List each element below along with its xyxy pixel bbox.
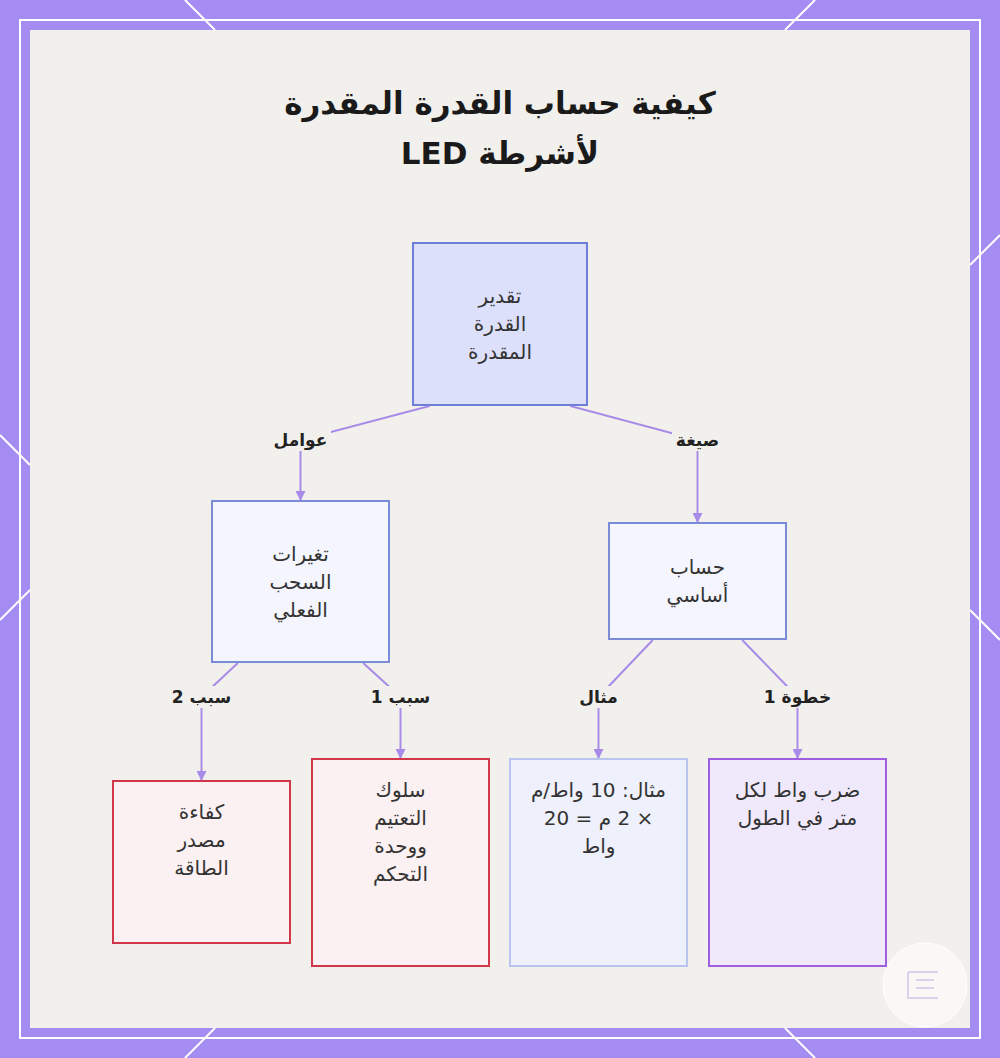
- process-box: تقدير القدرة المقدرة: [412, 242, 588, 406]
- process-box: تغيرات السحب الفعلي: [211, 500, 390, 663]
- panel-ground: [30, 30, 970, 1028]
- box-text: سلوك التعتيم ووحدة التحكم: [351, 776, 451, 888]
- edge-label: مثال: [575, 686, 622, 708]
- box-text: تقدير القدرة المقدرة: [450, 282, 550, 366]
- box-text: حساب أساسي: [648, 553, 748, 609]
- box-text: كفاءة مصدر الطاقة: [152, 798, 252, 882]
- connector-arrow: [570, 406, 697, 522]
- process-box: سلوك التعتيم ووحدة التحكم: [311, 758, 490, 967]
- process-box: حساب أساسي: [608, 522, 787, 640]
- diagram-title: كيفية حساب القدرة المقدرة لأشرطة LED: [270, 78, 730, 178]
- logo-circle: [883, 943, 967, 1027]
- process-box: ضرب واط لكل متر في الطول: [708, 758, 887, 967]
- edge-label: سبب 2: [168, 686, 235, 708]
- edge-label: سبب 1: [367, 686, 434, 708]
- connector-arrow: [202, 663, 238, 780]
- box-text: مثال: 10 واط/م × 2 م = 20 واط: [529, 776, 669, 860]
- process-box: كفاءة مصدر الطاقة: [112, 780, 291, 944]
- edge-label: خطوة 1: [760, 686, 835, 708]
- box-text: ضرب واط لكل متر في الطول: [730, 776, 865, 832]
- logo-mark: [908, 972, 938, 998]
- frame-line: [20, 20, 980, 1038]
- process-box: مثال: 10 واط/م × 2 م = 20 واط: [509, 758, 688, 967]
- edge-label: صيغة: [672, 429, 723, 451]
- connector-arrow: [363, 663, 400, 758]
- edge-label: عوامل: [270, 429, 332, 451]
- box-text: تغيرات السحب الفعلي: [251, 540, 351, 624]
- connector-arrow: [301, 406, 430, 500]
